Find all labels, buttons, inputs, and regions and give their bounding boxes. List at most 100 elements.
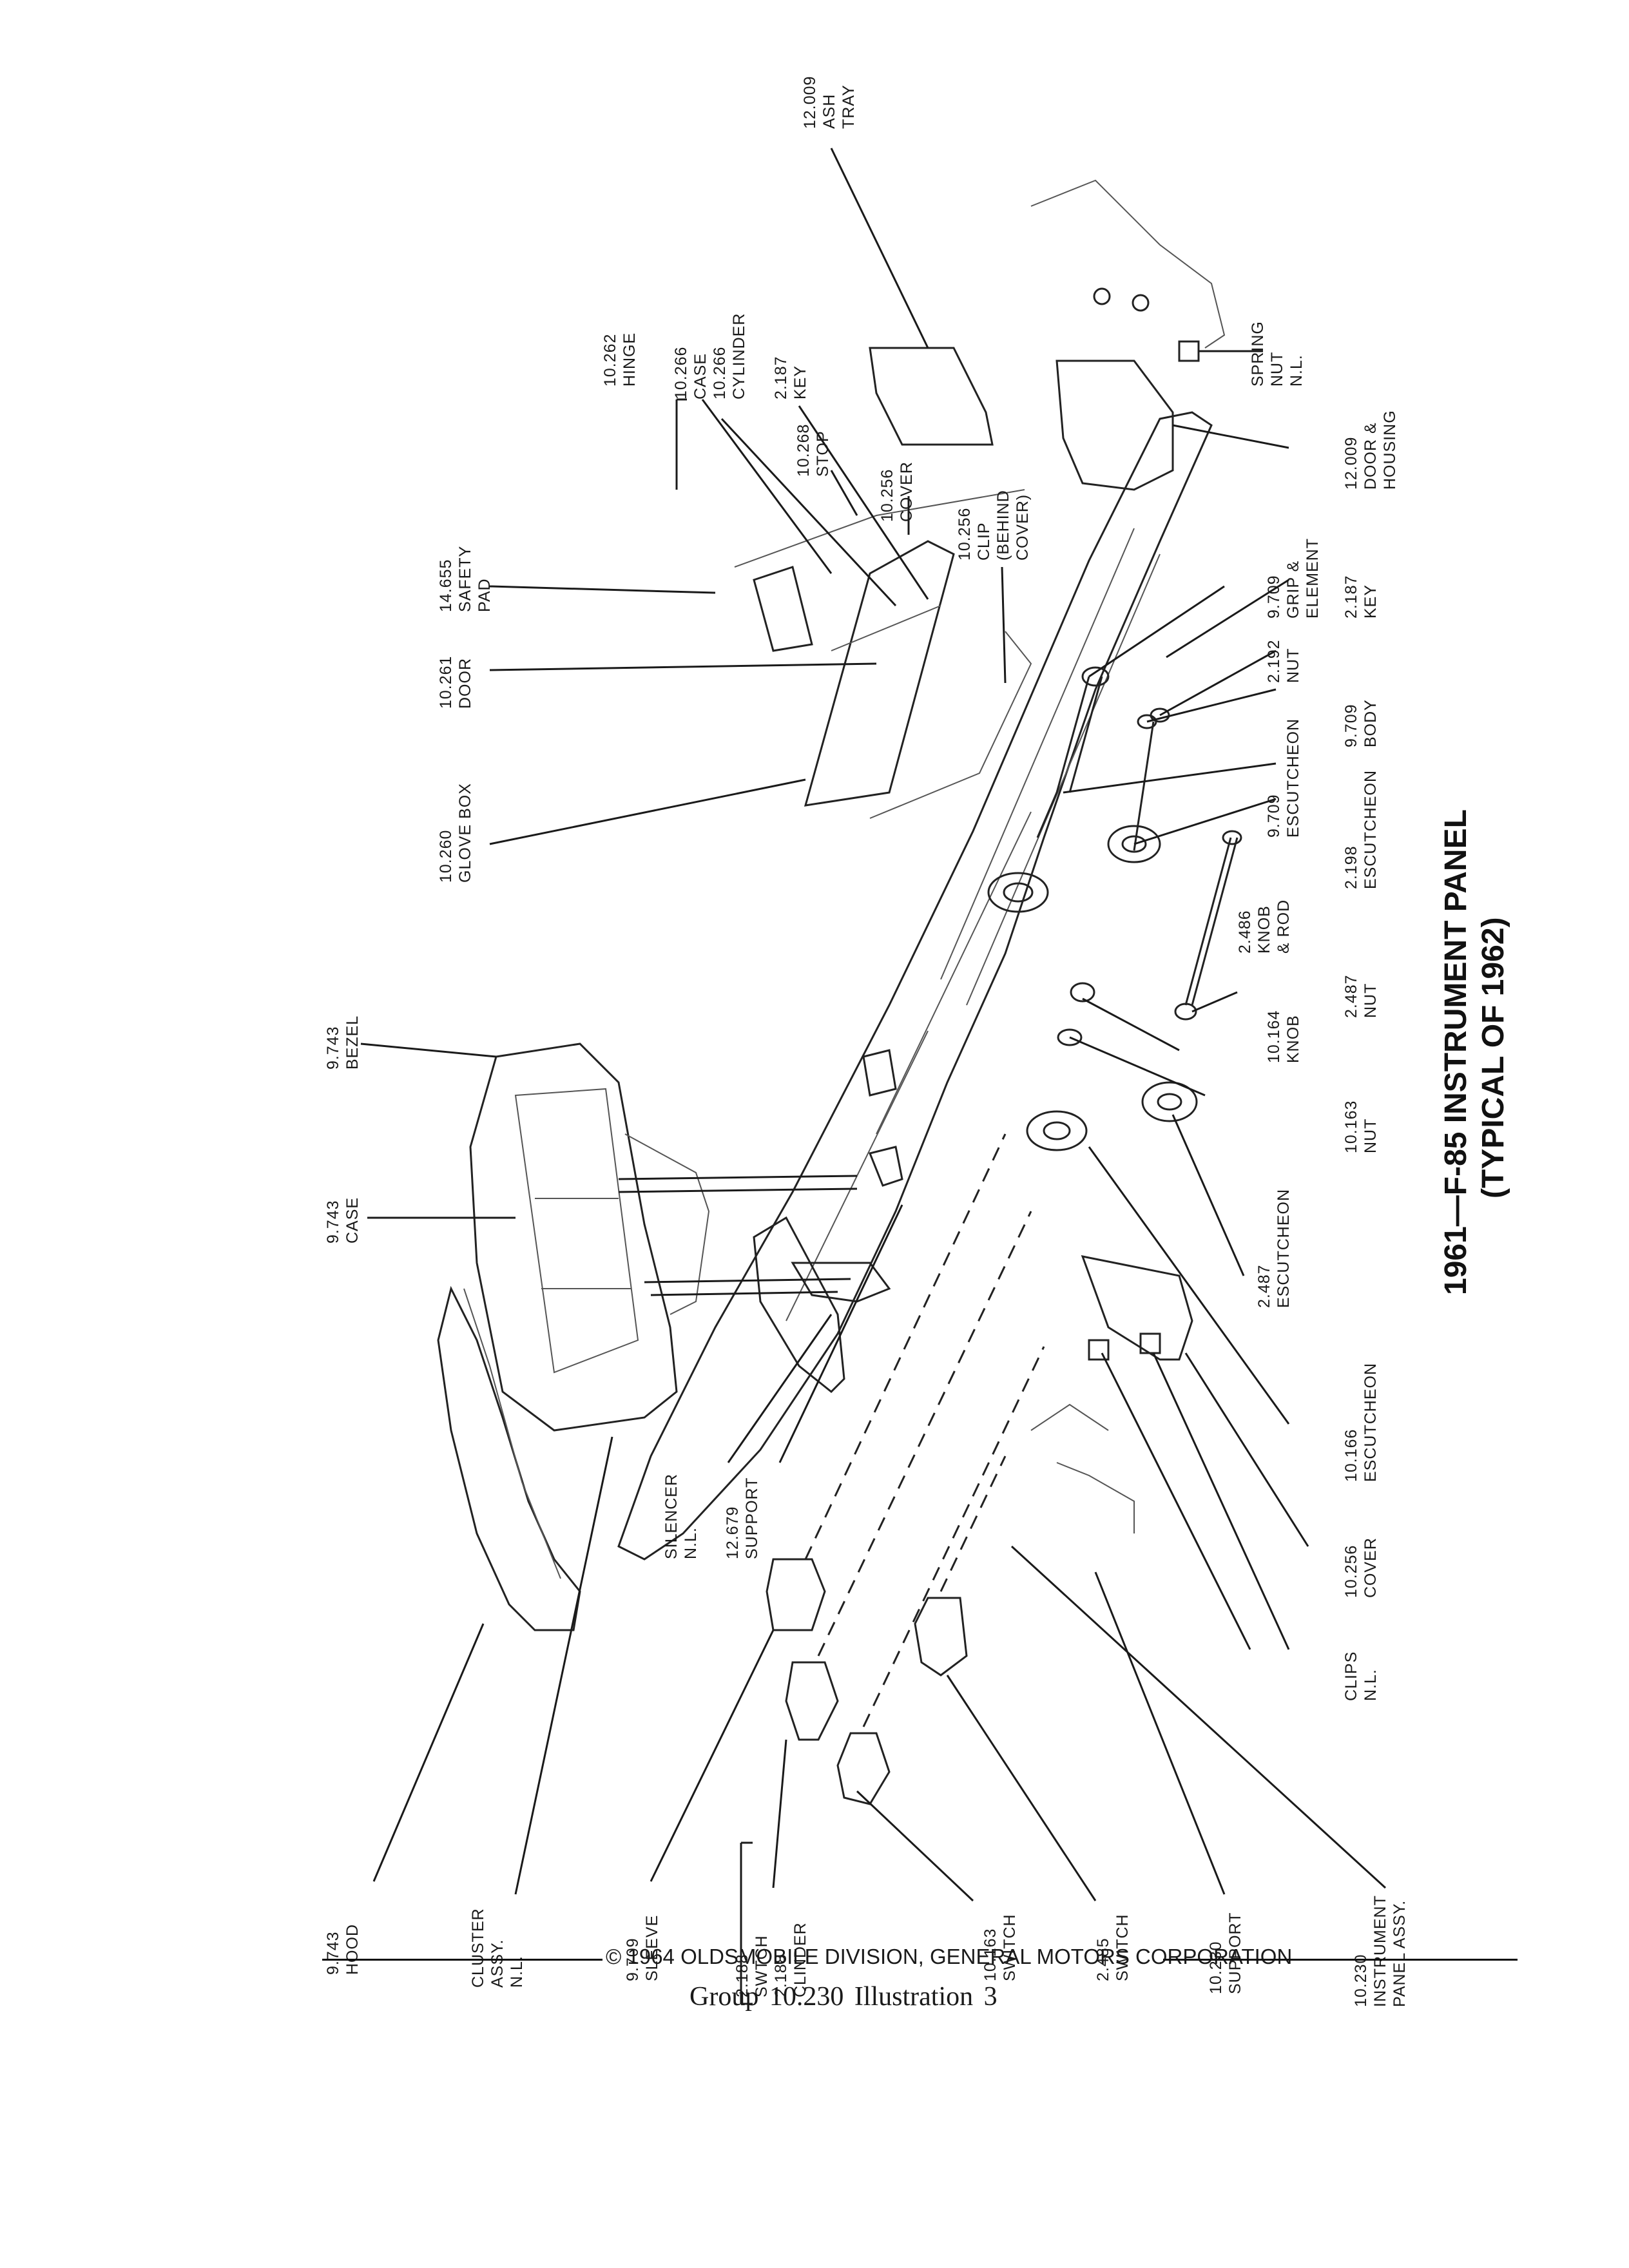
svg-text:BEZEL: BEZEL bbox=[343, 1015, 361, 1070]
title-line-1: 1961—F-85 INSTRUMENT PANEL bbox=[1439, 809, 1473, 1295]
light-switch bbox=[836, 1732, 891, 1805]
label-escutcheon-10166: 10.166 ESCUTCHEON bbox=[1342, 1363, 1380, 1482]
svg-text:BODY: BODY bbox=[1362, 699, 1380, 747]
svg-text:12.009: 12.009 bbox=[801, 76, 819, 129]
svg-text:GRIP &: GRIP & bbox=[1284, 561, 1302, 619]
svg-text:TRAY: TRAY bbox=[840, 84, 858, 129]
svg-text:N.L.: N.L. bbox=[1287, 354, 1306, 387]
part-drawings bbox=[437, 179, 1242, 1805]
svg-text:10.230: 10.230 bbox=[1352, 1954, 1370, 2007]
label-nut-2487: 2.487 NUT bbox=[1342, 974, 1380, 1018]
label-body: 9.709 BODY bbox=[1342, 699, 1380, 747]
svg-text:2.487: 2.487 bbox=[1255, 1264, 1273, 1308]
diagram-title: 1961—F-85 INSTRUMENT PANEL (TYPICAL OF 1… bbox=[1439, 809, 1510, 1295]
label-sleeve: 9.709 SLEEVE bbox=[624, 1915, 661, 1981]
svg-text:10.260: 10.260 bbox=[437, 830, 455, 883]
svg-text:& ROD: & ROD bbox=[1275, 899, 1293, 954]
label-glove-box: 10.260 GLOVE BOX bbox=[437, 783, 474, 883]
leader-lines bbox=[360, 148, 1387, 1902]
svg-text:KEY: KEY bbox=[1362, 584, 1380, 619]
lower-cover bbox=[1081, 1255, 1193, 1361]
svg-text:NUT: NUT bbox=[1284, 648, 1302, 683]
ignition-switch bbox=[785, 1661, 839, 1741]
label-knob-10164: 10.164 KNOB bbox=[1265, 1010, 1302, 1063]
svg-text:KEY: KEY bbox=[791, 365, 809, 399]
svg-text:N.L.: N.L. bbox=[682, 1527, 700, 1559]
svg-text:HOUSING: HOUSING bbox=[1381, 410, 1399, 490]
svg-text:10.163: 10.163 bbox=[1342, 1100, 1360, 1153]
svg-text:ASSY.: ASSY. bbox=[488, 1939, 506, 1988]
svg-text:10.261: 10.261 bbox=[437, 656, 455, 709]
svg-text:10.268: 10.268 bbox=[795, 424, 813, 477]
svg-text:HOOD: HOOD bbox=[343, 1924, 361, 1975]
svg-text:GLOVE BOX: GLOVE BOX bbox=[456, 783, 474, 883]
glove-box bbox=[804, 540, 955, 807]
svg-text:10.256: 10.256 bbox=[1342, 1545, 1360, 1598]
svg-text:10.266: 10.266 bbox=[672, 347, 690, 399]
escutcheon-rings bbox=[987, 825, 1198, 1151]
label-escutcheon-9709: 9.709 ESCUTCHEON bbox=[1265, 718, 1302, 838]
label-clips: CLIPS N.L. bbox=[1342, 1651, 1380, 1701]
svg-text:SUPPORT: SUPPORT bbox=[743, 1477, 761, 1559]
svg-text:9.743: 9.743 bbox=[324, 1931, 342, 1975]
svg-text:CASE: CASE bbox=[691, 353, 709, 399]
label-cover-top: 10.256 COVER bbox=[878, 461, 916, 522]
svg-text:ESCUTCHEON: ESCUTCHEON bbox=[1362, 770, 1380, 889]
svg-text:KNOB: KNOB bbox=[1255, 905, 1273, 954]
svg-text:SWTCH: SWTCH bbox=[753, 1935, 771, 1997]
svg-text:N.L.: N.L. bbox=[508, 1956, 526, 1988]
footer-rule-right bbox=[1163, 1959, 1518, 1961]
svg-text:ESCUTCHEON: ESCUTCHEON bbox=[1284, 718, 1302, 838]
svg-text:2.485: 2.485 bbox=[1094, 1937, 1112, 1981]
title-line-2: (TYPICAL OF 1962) bbox=[1476, 917, 1510, 1198]
svg-text:ASH: ASH bbox=[820, 94, 838, 129]
label-support-12679: 12.679 SUPPORT bbox=[724, 1477, 761, 1559]
cluster-hood bbox=[437, 1285, 581, 1631]
label-support-10230: 10.230 SUPPORT bbox=[1207, 1912, 1244, 1994]
svg-text:HINGE: HINGE bbox=[621, 332, 639, 387]
svg-text:2.198: 2.198 bbox=[1342, 845, 1360, 889]
svg-text:SLEEVE: SLEEVE bbox=[643, 1915, 661, 1981]
svg-text:14.655: 14.655 bbox=[437, 559, 455, 612]
svg-text:COVER: COVER bbox=[1362, 1537, 1380, 1598]
svg-text:10.266: 10.266 bbox=[711, 347, 729, 399]
svg-text:CLINDER: CLINDER bbox=[791, 1922, 809, 1997]
svg-text:CLIP: CLIP bbox=[975, 522, 993, 561]
svg-text:9.709: 9.709 bbox=[1265, 575, 1283, 619]
label-clip: 10.256 CLIP (BEHIND COVER) bbox=[956, 490, 1032, 561]
svg-text:CASE: CASE bbox=[343, 1197, 361, 1244]
svg-text:PANEL ASSY.: PANEL ASSY. bbox=[1391, 1900, 1409, 2007]
group-illustration-line: Group 10.230 Illustration 3 bbox=[689, 1982, 998, 2012]
svg-text:2.188: 2.188 bbox=[733, 1954, 751, 1997]
svg-text:12.009: 12.009 bbox=[1342, 437, 1360, 490]
svg-text:STOP: STOP bbox=[814, 430, 832, 477]
label-safety-pad: 14.655 SAFETY PAD bbox=[437, 546, 494, 612]
label-switch-2485: 2.485 SWITCH bbox=[1094, 1914, 1132, 1981]
svg-text:9.743: 9.743 bbox=[324, 1200, 342, 1244]
label-nut-10163: 10.163 NUT bbox=[1342, 1100, 1380, 1153]
ash-tray-housing bbox=[1055, 360, 1174, 491]
svg-text:KNOB: KNOB bbox=[1284, 1015, 1302, 1063]
svg-text:COVER: COVER bbox=[898, 461, 916, 522]
svg-text:2.187: 2.187 bbox=[772, 356, 790, 399]
wiper-switch bbox=[914, 1597, 968, 1677]
svg-text:ESCUTCHEON: ESCUTCHEON bbox=[1275, 1189, 1293, 1308]
svg-text:2.187: 2.187 bbox=[1342, 575, 1360, 619]
part-labels: 12.009 ASH TRAY 10.262 HINGE 10.266 CASE… bbox=[324, 76, 1409, 2007]
cluster-case bbox=[469, 1043, 678, 1432]
svg-text:2.192: 2.192 bbox=[1265, 639, 1283, 683]
label-case-cylinder: 10.266 CASE 10.266 CYLINDER bbox=[672, 313, 748, 399]
svg-text:NUT: NUT bbox=[1362, 983, 1380, 1018]
svg-text:CLUSTER: CLUSTER bbox=[469, 1908, 487, 1988]
svg-text:10.262: 10.262 bbox=[601, 334, 619, 387]
svg-text:9.709: 9.709 bbox=[1265, 794, 1283, 838]
label-escutcheon-2198: 2.198 ESCUTCHEON bbox=[1342, 770, 1380, 889]
svg-text:CYLINDER: CYLINDER bbox=[730, 313, 748, 399]
svg-text:COVER): COVER) bbox=[1014, 494, 1032, 561]
svg-text:10.256: 10.256 bbox=[878, 469, 896, 522]
svg-text:2.487: 2.487 bbox=[1342, 974, 1360, 1018]
label-case: 9.743 CASE bbox=[324, 1197, 361, 1244]
svg-text:CLIPS: CLIPS bbox=[1342, 1651, 1360, 1701]
svg-text:SPRING: SPRING bbox=[1249, 321, 1267, 387]
